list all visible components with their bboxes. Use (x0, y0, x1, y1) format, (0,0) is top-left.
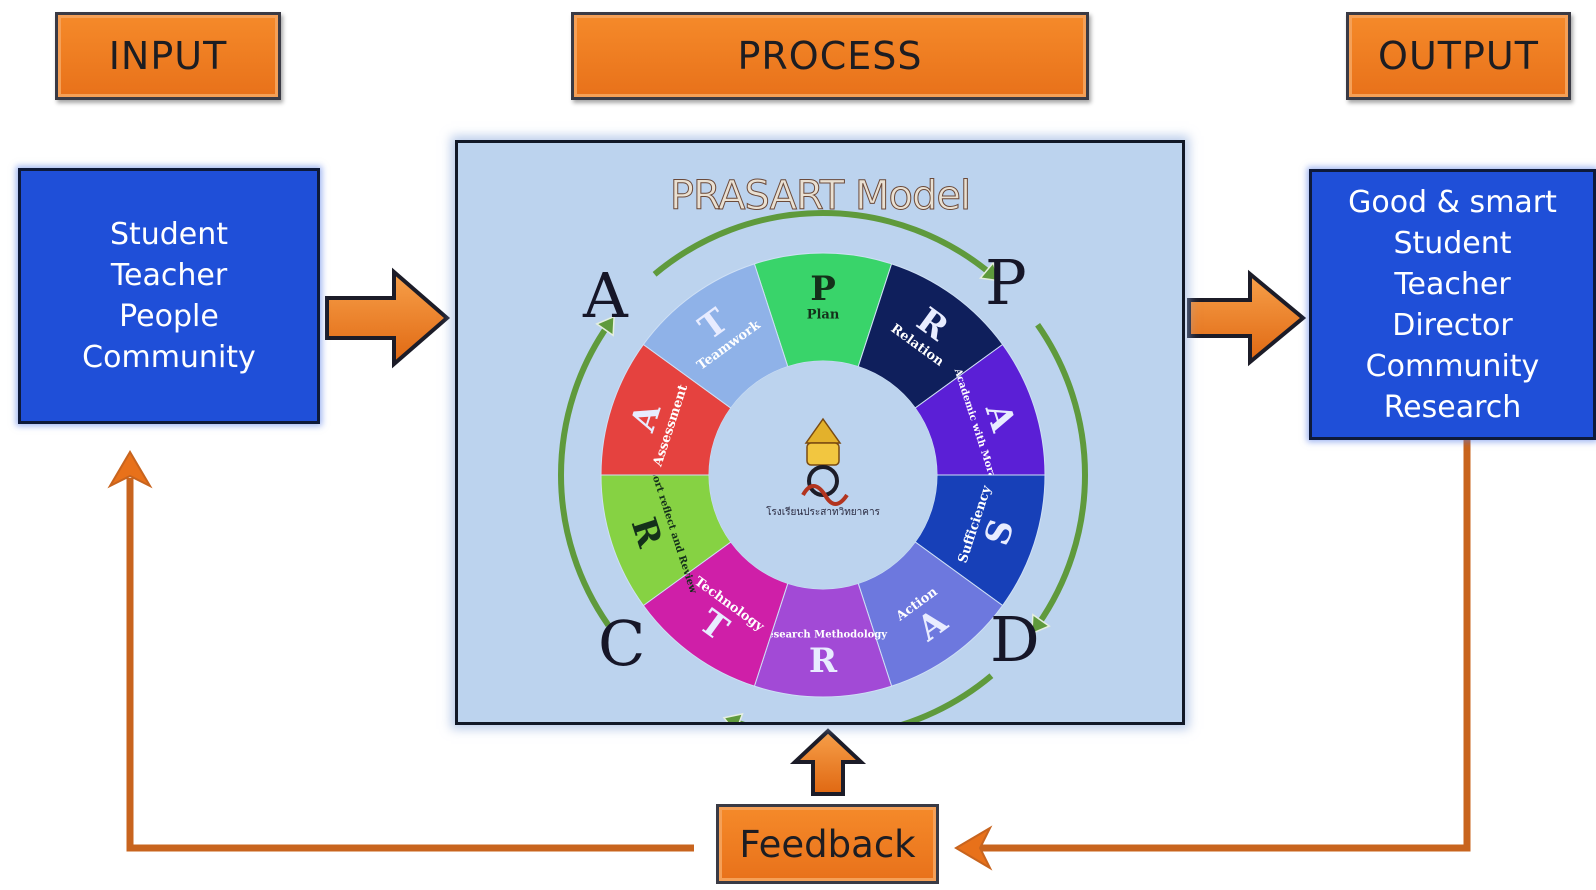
wheel-segment-letter: P (810, 269, 836, 309)
cycle-arrow-arc (1035, 323, 1088, 627)
process-header: PROCESS (571, 12, 1089, 100)
output-header: OUTPUT (1346, 12, 1571, 100)
outer-letter-d: D (990, 603, 1040, 676)
wheel-segment-label: Plan (807, 308, 840, 323)
output-item-student: Student (1393, 225, 1512, 261)
cycle-arrows (558, 210, 1088, 722)
input-box: Student Teacher People Community (18, 168, 320, 424)
outer-letter-p: P (985, 246, 1027, 319)
input-to-process-arrow (325, 267, 451, 369)
outer-letter-a: A (582, 259, 629, 332)
cycle-arrow-arc (652, 210, 994, 277)
input-item-teacher: Teacher (110, 258, 228, 293)
output-item-teacher: Teacher (1394, 266, 1511, 302)
cycle-arrow-arc (558, 323, 611, 627)
cycle-arrow-head (1031, 613, 1051, 635)
cycle-arrow-arc (733, 673, 994, 722)
feedback-line-to-input (126, 478, 694, 852)
input-item-student: Student (109, 217, 229, 252)
feedback-arrowhead-up (107, 450, 153, 489)
feedback-arrowhead-left (954, 825, 993, 871)
cycle-arrow-head (722, 712, 744, 722)
output-item-director: Director (1392, 307, 1513, 343)
outer-letter-c: C (598, 607, 645, 680)
input-item-community: Community (82, 340, 256, 375)
output-box: Good & smart Student Teacher Director Co… (1309, 169, 1596, 440)
input-item-people: People (119, 299, 219, 334)
output-item-good-smart: Good & smart (1348, 184, 1557, 220)
wheel-segment-letter: R (809, 641, 838, 681)
cycle-arrow-head (595, 315, 615, 337)
input-header: INPUT (55, 12, 281, 100)
output-item-research: Research (1383, 389, 1522, 425)
feedback-line-from-output (978, 438, 1471, 852)
feedback-to-process-arrow (789, 728, 867, 796)
outer-letters: P D C A (582, 246, 1040, 680)
wheel-segment-label: Research Methodology (759, 630, 888, 641)
wheel-center (709, 361, 937, 589)
school-logo: โรงเรียนประสาทวิทยาคาร (766, 417, 881, 518)
process-to-output-arrow (1187, 269, 1307, 367)
feedback-box: Feedback (716, 804, 939, 884)
logo-caption: โรงเรียนประสาทวิทยาคาร (766, 505, 880, 518)
output-item-community: Community (1365, 348, 1540, 384)
cycle-arrow-head (978, 261, 1001, 282)
